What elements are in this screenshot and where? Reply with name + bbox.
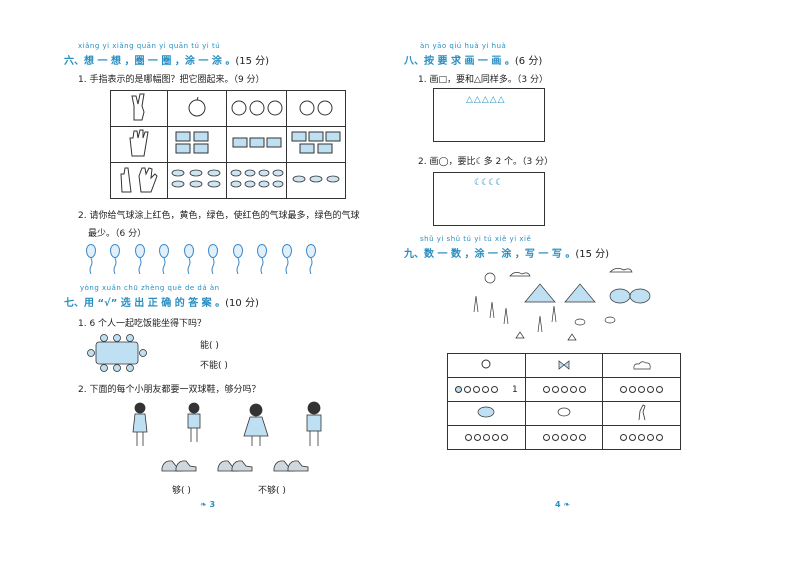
section6-q1: 1. 手指表示的是哪幅图？把它圈起来。（9 分） <box>78 75 265 85</box>
cloud-count-cell[interactable] <box>602 377 681 402</box>
apple-group-3[interactable] <box>226 90 287 127</box>
balloon[interactable] <box>110 244 121 280</box>
book-group-5[interactable] <box>286 126 346 163</box>
section7-points: (10 分) <box>225 298 259 309</box>
section9-pinyin: shǔ yi shǔ tú yi tú xiě yi xiě <box>420 235 532 243</box>
section6-title: 六、想 一 想 ，圈 一 圈 ，涂 一 涂 。(15 分) <box>64 52 269 67</box>
balloon[interactable] <box>86 244 96 280</box>
section7-title: 七、用 “√” 选 出 正 确 的 答 案 。(10 分) <box>64 294 259 309</box>
giraffe-count-cell[interactable] <box>602 425 681 450</box>
balloon-row <box>86 244 316 280</box>
finger-two-icon <box>109 90 169 127</box>
draw-squares-box[interactable]: △△△△△ <box>433 88 545 142</box>
finger-eight-icon <box>109 162 169 199</box>
fish-group-8[interactable] <box>226 162 287 199</box>
children-illustration <box>132 401 322 446</box>
fish-group-6[interactable] <box>167 162 228 199</box>
giraffe-icon <box>602 401 681 426</box>
section7-title-text: 七、用 “√” 选 出 正 确 的 答 案 。 <box>64 298 226 309</box>
triangles-row: △△△△△ <box>466 95 506 105</box>
draw-circles-box[interactable]: ☾☾☾☾ <box>433 172 545 226</box>
book-group-4[interactable] <box>167 126 228 163</box>
book-group-3[interactable] <box>226 126 287 163</box>
section7-pinyin: yòng xuǎn chū zhèng què de dá àn <box>80 284 220 292</box>
option-not-enough[interactable]: 不够( ) <box>258 486 286 496</box>
apple-group-2[interactable] <box>286 90 346 127</box>
fish-group-3[interactable] <box>286 162 346 199</box>
leaf-icon-right: ❧ <box>563 500 571 509</box>
section9-points: (15 分) <box>575 249 610 260</box>
section7-q1: 1. 6 个人一起吃饭能坐得下吗？ <box>78 319 207 329</box>
apple-group-1[interactable] <box>167 90 228 127</box>
page-number-4: 4 <box>555 500 561 509</box>
animal-scene-illustration <box>473 268 651 341</box>
section6-q2-line1: 2. 请你给气球涂上红色，黄色，绿色，使红色的气球最多，绿色的气球 <box>78 211 360 221</box>
section7-q2: 2. 下面的每个小朋友都要一双球鞋，够分吗？ <box>78 385 261 395</box>
section6-title-text: 六、想 一 想 ，圈 一 圈 ，涂 一 涂 。 <box>64 56 236 67</box>
balloon[interactable] <box>257 244 268 280</box>
circle-row[interactable] <box>603 434 680 441</box>
finger-picture-table <box>109 90 346 199</box>
circle-row[interactable] <box>526 386 603 393</box>
section8-title-text: 八、按 要 求 画 一 画 。 <box>404 56 515 67</box>
left-page-number: ❧ 3 <box>200 500 215 509</box>
balloon[interactable] <box>134 244 145 280</box>
section8-points: (6 分) <box>514 56 543 67</box>
circle-row[interactable] <box>526 434 603 441</box>
example-count: 1 <box>512 384 518 395</box>
option-can[interactable]: 能( ) <box>200 341 219 351</box>
section8-pinyin: àn yāo qiú huà yi huà <box>420 42 507 50</box>
option-cannot[interactable]: 不能( ) <box>200 361 228 371</box>
balloon[interactable] <box>159 244 170 280</box>
option-enough[interactable]: 够( ) <box>172 486 191 496</box>
finger-four-icon <box>109 126 169 163</box>
section6-q2-line2: 最少。（6 分） <box>88 229 147 239</box>
balloon[interactable] <box>232 244 243 280</box>
shoes-illustration <box>161 460 309 472</box>
balloon[interactable] <box>305 244 316 280</box>
section9-title: 九、数 一 数 ，涂 一 涂 ，写 一 写 。(15 分) <box>404 245 609 260</box>
moons-row: ☾☾☾☾ <box>474 178 503 188</box>
balloon[interactable] <box>183 244 194 280</box>
balloon[interactable] <box>208 244 219 280</box>
leaf-icon-left: ❧ <box>200 500 207 509</box>
dining-table-icon <box>87 334 147 372</box>
page-number-3: 3 <box>209 500 216 509</box>
elephant-icon <box>447 401 526 426</box>
section6-pinyin: xiǎng yi xiǎng quān yi quān tú yi tú <box>78 42 221 50</box>
right-page-number: 4 ❧ <box>555 500 570 509</box>
balloon[interactable] <box>281 244 292 280</box>
section9-title-text: 九、数 一 数 ，涂 一 涂 ，写 一 写 。 <box>404 249 576 260</box>
section8-q1: 1. 画□，要和△同样多。（3 分） <box>418 75 548 85</box>
elephant-count-cell[interactable] <box>447 425 526 450</box>
circle-row[interactable] <box>603 386 680 393</box>
circle-row[interactable] <box>455 386 499 393</box>
cloud-icon <box>602 353 681 378</box>
section8-q2: 2. 画◯，要比☾多 2 个。（3 分） <box>418 157 554 167</box>
animal-icon <box>524 401 604 426</box>
circle-row[interactable] <box>448 434 525 441</box>
animal-count-cell[interactable] <box>524 425 604 450</box>
sun-icon <box>447 353 526 378</box>
section6-points: (15 分) <box>235 56 270 67</box>
sun-count-cell[interactable]: 1 <box>447 377 526 402</box>
section8-title: 八、按 要 求 画 一 画 。(6 分) <box>404 52 542 67</box>
butterfly-count-cell[interactable] <box>524 377 604 402</box>
butterfly-icon <box>524 353 604 378</box>
counting-table: 1 <box>447 353 681 450</box>
